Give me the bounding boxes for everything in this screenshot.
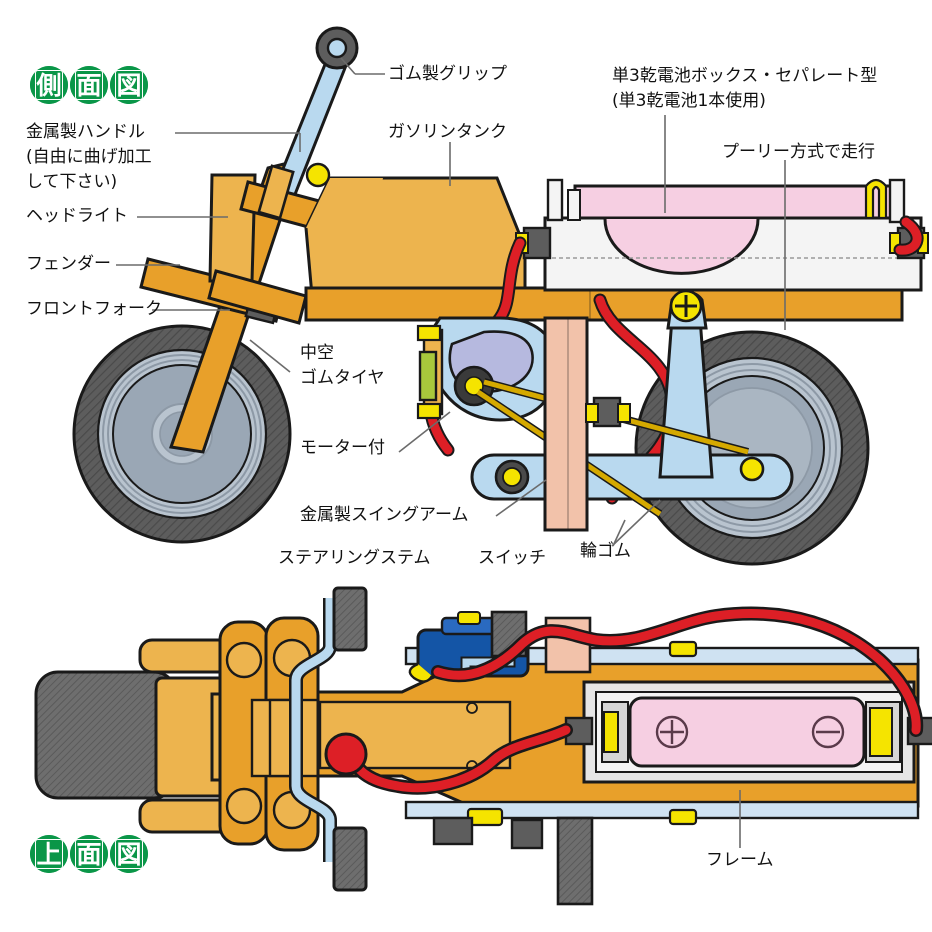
badge-side-char-3: 図 <box>110 66 148 104</box>
gasoline-tank <box>304 162 527 298</box>
label-battery-box-line1: 単3乾電池ボックス・セパレート型 <box>612 66 878 86</box>
badge-top-char-2: 面 <box>70 835 108 873</box>
label-switch: スイッチ <box>478 548 546 568</box>
label-with-motor: モーター付 <box>300 438 385 458</box>
label-metal-handle: 金属製ハンドル <box>26 122 145 142</box>
label-front-fork: フロントフォーク <box>26 299 162 319</box>
label-metal-handle-note-1: (自由に曲げ加工 <box>26 147 152 167</box>
badge-top-view: 上 面 図 <box>30 835 148 873</box>
label-pulley-drive: プーリー方式で走行 <box>722 142 875 162</box>
leader-lines-side <box>116 57 786 547</box>
badge-side-char-2: 面 <box>70 66 108 104</box>
label-metal-swing-arm: 金属製スイングアーム <box>300 505 469 525</box>
label-headlight: ヘッドライト <box>26 206 128 226</box>
metal-handle-top <box>289 586 368 892</box>
wiring-top <box>324 606 924 795</box>
steering-stem-top <box>218 616 320 852</box>
label-rubber-band: 輪ゴム <box>580 541 631 561</box>
label-fender: フェンダー <box>26 254 111 274</box>
battery-box-top <box>564 680 932 784</box>
motor-pulley-assembly <box>416 316 750 518</box>
label-gasoline-tank: ガソリンタンク <box>388 122 507 142</box>
badge-side-char-1: 側 <box>30 66 68 104</box>
badge-side-view: 側 面 図 <box>30 66 148 104</box>
badge-top-char-3: 図 <box>110 835 148 873</box>
rear-small-parts <box>585 396 631 428</box>
battery-box-side <box>515 178 929 292</box>
badge-top-char-1: 上 <box>30 835 68 873</box>
label-steering-stem: ステアリングステム <box>278 548 431 568</box>
label-hollow-rubber-tire-line1: 中空 <box>300 343 334 363</box>
label-battery-box-line2: (単3乾電池1本使用) <box>612 91 766 111</box>
label-rubber-grip: ゴム製グリップ <box>388 64 507 84</box>
rear-rails-top <box>404 639 920 906</box>
side-view-group <box>72 26 929 566</box>
top-view-group <box>34 586 932 906</box>
label-metal-handle-note-2: して下さい) <box>26 172 118 192</box>
center-post-side <box>543 316 589 532</box>
label-frame: フレーム <box>706 850 774 870</box>
label-hollow-rubber-tire-line2: ゴムタイヤ <box>300 368 385 388</box>
